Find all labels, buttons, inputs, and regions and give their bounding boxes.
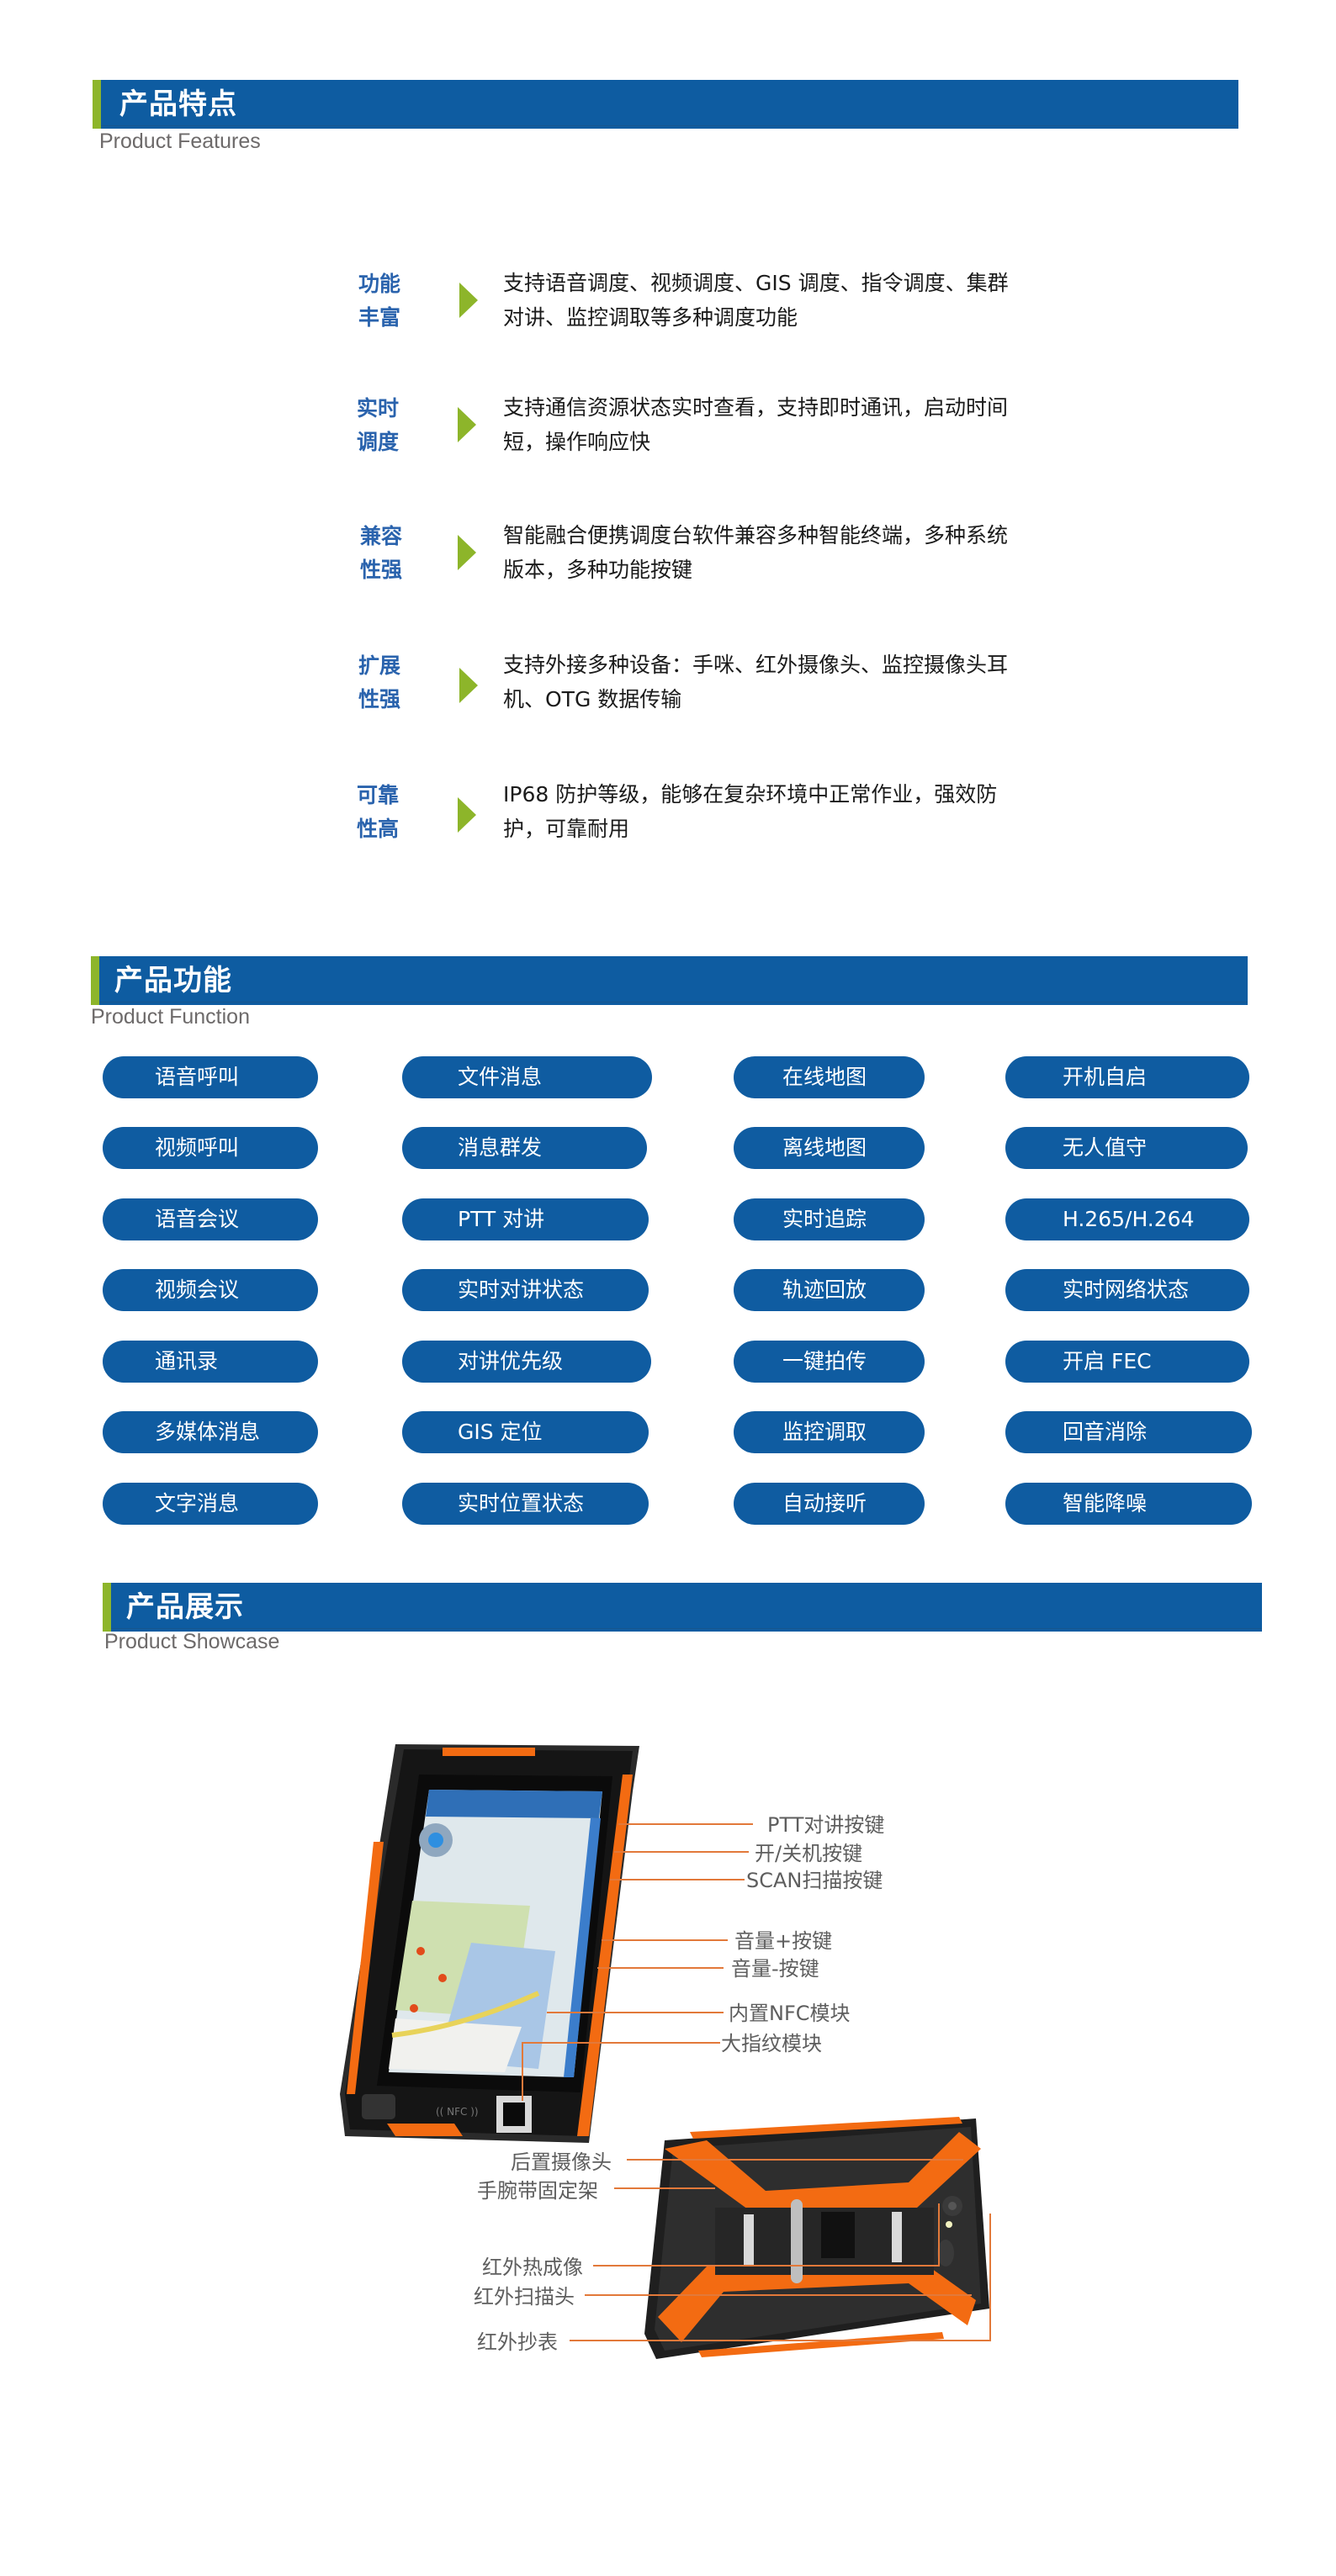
callout-scan-key: SCAN扫描按键 — [746, 1869, 883, 1892]
function-pill: 通讯录 — [103, 1341, 318, 1383]
callout-leader — [610, 1879, 745, 1880]
tablet-back-image — [639, 2115, 993, 2367]
callout-leader — [593, 2265, 940, 2267]
function-pill: 自动接听 — [734, 1483, 925, 1525]
feature-description: 支持语音调度、视频调度、GIS 调度、指令调度、集群对讲、监控调取等多种调度功能 — [503, 271, 1009, 330]
callout-thermal-imaging: 红外热成像 — [482, 2256, 583, 2279]
function-pill: 实时追踪 — [734, 1198, 925, 1240]
function-pill: 开机自启 — [1005, 1056, 1249, 1098]
features-subtitle: Product Features — [99, 130, 261, 153]
callout-volume-up-key: 音量+按键 — [734, 1929, 833, 1953]
function-pill: 实时对讲状态 — [402, 1269, 649, 1311]
function-pill: 文件消息 — [402, 1056, 652, 1098]
tablet-front-illustration: (( NFC )) — [340, 1744, 639, 2143]
callout-leader — [614, 1851, 749, 1853]
callout-leader — [602, 1939, 728, 1941]
tablet-back-illustration — [644, 2117, 989, 2359]
function-pill: 语音会议 — [103, 1198, 318, 1240]
feature-label: 可靠 性高 — [356, 783, 399, 841]
callout-leader — [522, 2042, 720, 2044]
feature-description: IP68 防护等级，能够在复杂环境中正常作业，强效防护，可靠耐用 — [503, 782, 998, 841]
green-arrow-icon — [458, 535, 476, 570]
function-pill: GIS 定位 — [402, 1411, 649, 1453]
function-pill: 对讲优先级 — [402, 1341, 651, 1383]
callout-leader — [989, 2214, 991, 2341]
green-arrow-icon — [458, 797, 476, 833]
function-pill: 视频会议 — [103, 1269, 318, 1311]
callout-rear-camera: 后置摄像头 — [511, 2150, 612, 2174]
feature-label: 兼容 性强 — [359, 524, 402, 582]
callout-leader — [938, 2203, 940, 2266]
showcase-subtitle: Product Showcase — [104, 1630, 280, 1653]
function-pill: 实时位置状态 — [402, 1483, 649, 1525]
function-pill: 在线地图 — [734, 1056, 925, 1098]
callout-volume-down-key: 音量-按键 — [731, 1957, 819, 1981]
showcase-title: 产品展示 — [126, 1590, 244, 1624]
feature-label: 实时 调度 — [356, 396, 399, 454]
callout-leader — [597, 1967, 724, 1969]
feature-label: 功能 丰富 — [358, 272, 400, 330]
function-pill: PTT 对讲 — [402, 1198, 649, 1240]
functions-title: 产品功能 — [114, 964, 232, 997]
callout-wrist-strap-mount: 手腕带固定架 — [477, 2179, 598, 2203]
callout-power-key: 开/关机按键 — [755, 1842, 863, 1865]
feature-description: 支持外接多种设备：手咪、红外摄像头、监控摄像头耳机、OTG 数据传输 — [503, 653, 1009, 711]
callout-infrared-meter-reading: 红外抄表 — [477, 2330, 558, 2354]
function-pill: 轨迹回放 — [734, 1269, 925, 1311]
function-pill: 离线地图 — [734, 1127, 925, 1169]
callout-leader — [614, 2187, 715, 2189]
callout-leader — [627, 2159, 963, 2161]
features-title: 产品特点 — [119, 87, 237, 121]
functions-subtitle: Product Function — [91, 1005, 250, 1029]
callout-infrared-scanner: 红外扫描头 — [474, 2285, 575, 2309]
function-pill: 开启 FEC — [1005, 1341, 1249, 1383]
functions-banner: 产品功能 — [91, 956, 1248, 1005]
function-pill: 实时网络状态 — [1005, 1269, 1249, 1311]
callout-leader — [618, 1823, 753, 1825]
callout-nfc-module: 内置NFC模块 — [729, 2002, 851, 2025]
callout-fingerprint-module: 大指纹模块 — [721, 2032, 822, 2055]
green-arrow-icon — [459, 283, 478, 318]
function-pill: 回音消除 — [1005, 1411, 1252, 1453]
function-pill: 智能降噪 — [1005, 1483, 1252, 1525]
callout-ptt-key: PTT对讲按键 — [767, 1813, 885, 1837]
function-pill: 消息群发 — [402, 1127, 647, 1169]
function-pill: 监控调取 — [734, 1411, 925, 1453]
function-pill: 无人值守 — [1005, 1127, 1248, 1169]
function-pill: 语音呼叫 — [103, 1056, 318, 1098]
nfc-mark: (( NFC )) — [436, 2106, 479, 2118]
callout-leader — [547, 2012, 724, 2013]
green-arrow-icon — [459, 668, 478, 703]
tablet-front-image: (( NFC )) — [337, 1741, 639, 2145]
callout-leader — [570, 2340, 990, 2341]
function-pill: H.265/H.264 — [1005, 1198, 1249, 1240]
function-pill: 视频呼叫 — [103, 1127, 318, 1169]
callout-leader — [522, 2042, 523, 2101]
callout-leader — [585, 2294, 972, 2296]
showcase-banner: 产品展示 — [103, 1583, 1262, 1632]
feature-description: 智能融合便携调度台软件兼容多种智能终端，多种系统版本，多种功能按键 — [503, 523, 1009, 582]
function-pill: 文字消息 — [103, 1483, 318, 1525]
feature-label: 扩展 性强 — [358, 653, 400, 711]
green-arrow-icon — [458, 407, 476, 442]
function-pill: 多媒体消息 — [103, 1411, 318, 1453]
function-pill: 一键拍传 — [734, 1341, 925, 1383]
feature-description: 支持通信资源状态实时查看，支持即时通讯，启动时间短，操作响应快 — [503, 395, 1009, 454]
features-banner: 产品特点 — [93, 80, 1238, 129]
